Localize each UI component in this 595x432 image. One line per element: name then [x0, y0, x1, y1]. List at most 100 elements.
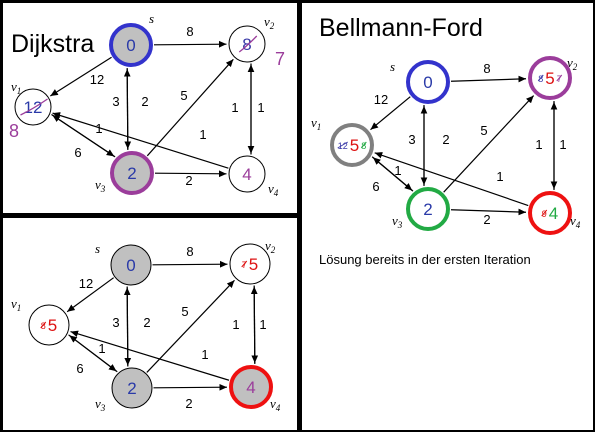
node-extra-v1: 8 [9, 121, 19, 141]
node-value-v3: 2 [423, 200, 432, 219]
edge-v1-v3 [371, 156, 413, 191]
node-post-v2: 7 [557, 74, 562, 84]
node-old-v2: 7 [242, 260, 247, 270]
node-name-s: s [149, 11, 154, 26]
edge-weight-v3-v2: 5 [480, 123, 487, 138]
node-name-v2: v2 [265, 238, 276, 255]
edge-weight-s-v1: 12 [374, 92, 388, 107]
node-v2 [229, 243, 271, 285]
edge-v3-v2 [146, 279, 235, 373]
edge-v3-s [123, 69, 131, 151]
edge-weight-v3-v4: 2 [483, 212, 490, 227]
edge-weight-s-v2: 8 [186, 244, 193, 259]
edge-weight-v3-s: 3 [408, 132, 415, 147]
edge-weight-s-v2: 8 [186, 24, 193, 39]
node-name-s: s [95, 241, 100, 256]
edge-s-v1 [50, 56, 112, 97]
edge-weight-v2-v4: 1 [559, 137, 566, 152]
node-name-v3: v3 [95, 177, 106, 194]
edge-weight-v2-v4: 1 [259, 317, 266, 332]
dijkstra-title: Dijkstra [11, 30, 95, 58]
node-name-v1: v1 [311, 115, 321, 132]
strike-v1 [20, 98, 48, 116]
node-value-v1: 5 [350, 136, 359, 155]
strike-post-v2 [556, 74, 563, 82]
edge-v2-v4 [251, 285, 259, 363]
node-v4 [528, 191, 572, 235]
node-old-v1: 8 [41, 321, 46, 331]
edge-weight-v3-v4: 2 [185, 173, 192, 188]
strike-v2 [238, 35, 258, 53]
edge-v3-s [123, 287, 131, 367]
strike-old-v4 [541, 209, 548, 217]
node-name-v3: v3 [95, 396, 106, 413]
edge-weight-v1-v3: 6 [76, 361, 83, 376]
node-name-v4: v4 [570, 213, 581, 230]
bellman-ford-note: Lösung bereits in der ersten Iteration [319, 252, 531, 267]
node-s [110, 244, 152, 286]
edge-v3-v4 [450, 208, 527, 216]
edge-weight-s-v1: 12 [90, 72, 104, 87]
edge-weight-v3-v4: 2 [185, 396, 192, 411]
node-name-v4: v4 [268, 181, 279, 198]
edge-weight-v3-v1: 1 [98, 341, 105, 356]
edge-weight-s-v1: 12 [79, 276, 93, 291]
node-v4 [229, 365, 273, 409]
node-v3 [406, 187, 450, 231]
strike-old-v2 [241, 260, 248, 268]
node-value-v4: 4 [549, 204, 558, 223]
strike-old-v1 [337, 141, 349, 149]
node-value-s: 0 [423, 73, 432, 92]
node-value-v2: 5 [249, 255, 258, 274]
edge-v3-v4 [154, 170, 227, 178]
edge-s-v1 [370, 96, 411, 131]
edge-v3-v4 [153, 383, 228, 391]
edge-weight-v3-v2: 5 [180, 88, 187, 103]
node-v1 [330, 123, 374, 167]
node-name-s: s [390, 59, 395, 74]
node-s [406, 60, 450, 104]
edge-weight-v4-v2: 1 [231, 100, 238, 115]
edge-v3-v2 [146, 58, 234, 157]
edge-v4-v1 [52, 112, 229, 169]
node-v4 [228, 155, 266, 193]
node-old-v2: 8 [538, 74, 543, 84]
node-extra-v2: 7 [275, 49, 285, 69]
edge-v4-v1 [374, 152, 529, 207]
node-old-v4: 9 [542, 209, 547, 219]
node-name-v1: v1 [11, 296, 21, 313]
edge-weight-v1-v3: 6 [372, 179, 379, 194]
edge-weight-v3-v1: 1 [394, 163, 401, 178]
edge-weight-v3-s: 3 [112, 315, 119, 330]
node-v2 [528, 56, 572, 100]
node-name-v3: v3 [392, 213, 403, 230]
edge-v1-v3 [68, 334, 117, 372]
edge-v4-v1 [70, 330, 230, 381]
node-value-v4: 4 [246, 378, 255, 397]
node-name-v1: v1 [11, 79, 21, 96]
bellman-ford-title: Bellmann-Ford [319, 14, 483, 42]
edge-weight-s-v3: 2 [141, 94, 148, 109]
edge-s-v2 [153, 40, 227, 48]
edge-s-v2 [450, 75, 527, 83]
node-old-v1: 12 [338, 141, 348, 151]
edge-s-v2 [152, 260, 228, 268]
node-name-v4: v4 [270, 396, 281, 413]
node-v2 [228, 25, 266, 63]
node-value-v1: 5 [48, 316, 57, 335]
node-post-v1: 8 [361, 141, 366, 151]
edge-weight-v4-v1: 1 [201, 347, 208, 362]
edge-weight-v2-v4: 1 [257, 100, 264, 115]
node-value-v1: 12 [24, 98, 43, 117]
node-s [109, 23, 153, 67]
node-v3 [111, 367, 153, 409]
edge-v3-v2 [443, 95, 535, 193]
node-name-v2: v2 [264, 14, 275, 31]
edge-weight-s-v2: 8 [483, 61, 490, 76]
edge-s-v1 [66, 277, 115, 313]
strike-post-v1 [360, 141, 367, 149]
